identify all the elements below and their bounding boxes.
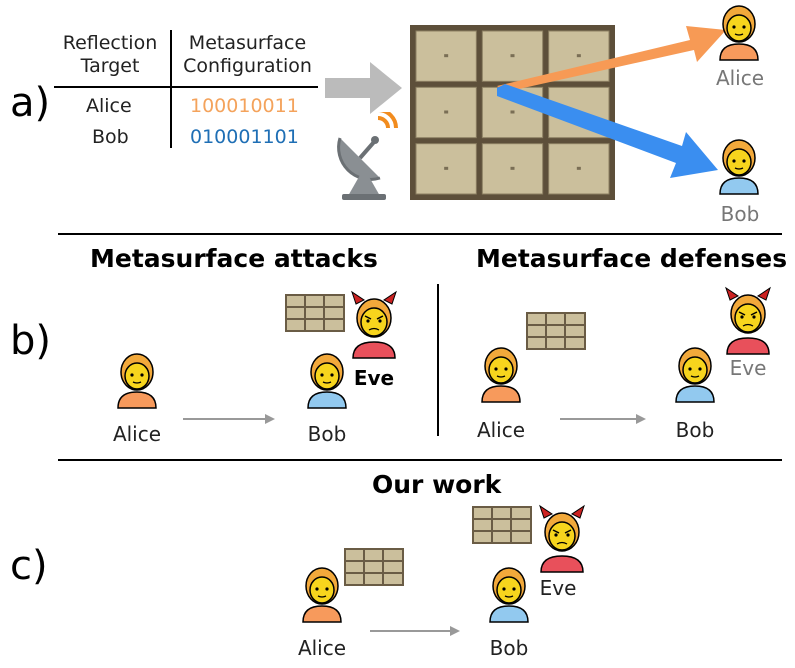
metasurface-icon bbox=[472, 506, 532, 544]
name-bob: Bob bbox=[307, 422, 347, 446]
metasurface-icon bbox=[285, 294, 345, 332]
table-row-config-bob: 010001101 bbox=[190, 126, 299, 148]
arrow-icon bbox=[370, 626, 460, 636]
metasurface-tile-marker bbox=[576, 54, 581, 58]
table-header-target: Reflection Target bbox=[52, 32, 168, 78]
name-bob: Bob bbox=[489, 636, 529, 660]
panel-label-c: c) bbox=[10, 543, 48, 589]
name-alice: Alice bbox=[297, 636, 347, 660]
table-divider-horizontal bbox=[54, 86, 318, 88]
metasurface-tile-marker bbox=[510, 110, 515, 114]
metasurface-icon bbox=[344, 548, 404, 586]
name-alice: Alice bbox=[112, 422, 162, 446]
devil-icon bbox=[539, 505, 585, 573]
table-header-config: Metasurface Configuration bbox=[175, 32, 320, 78]
header-line: Configuration bbox=[183, 55, 312, 77]
person-icon bbox=[489, 567, 529, 623]
section-title-our-work: Our work bbox=[372, 470, 502, 499]
table-row-target-bob: Bob bbox=[92, 126, 129, 148]
person-icon bbox=[719, 139, 759, 195]
name-eve: Eve bbox=[539, 576, 577, 600]
table-row-config-alice: 100010011 bbox=[190, 95, 299, 117]
metasurface-tile-marker bbox=[510, 54, 515, 58]
person-icon bbox=[302, 567, 342, 623]
header-line: Target bbox=[80, 55, 140, 77]
name-alice: Alice bbox=[476, 418, 526, 442]
devil-icon bbox=[725, 287, 771, 355]
metasurface-large-icon bbox=[410, 25, 615, 200]
panel-b-divider bbox=[437, 284, 439, 436]
metasurface-icon bbox=[526, 312, 586, 350]
panel-label-a: a) bbox=[10, 80, 51, 126]
panel-label-b: b) bbox=[10, 318, 51, 364]
table-divider-vertical bbox=[170, 30, 172, 148]
section-divider bbox=[58, 459, 782, 461]
metasurface-tile-marker bbox=[510, 166, 515, 170]
metasurface-tile-marker bbox=[576, 166, 581, 170]
person-icon bbox=[307, 353, 347, 409]
header-line: Metasurface bbox=[188, 32, 307, 54]
section-divider bbox=[58, 233, 782, 235]
person-icon bbox=[675, 347, 715, 403]
metasurface-tile-marker bbox=[444, 54, 449, 58]
metasurface-tile-marker bbox=[444, 166, 449, 170]
section-title-defenses: Metasurface defenses bbox=[476, 244, 788, 273]
arrow-icon bbox=[183, 414, 275, 424]
name-eve: Eve bbox=[729, 356, 767, 380]
devil-icon bbox=[351, 291, 397, 359]
person-icon bbox=[481, 347, 521, 403]
satellite-dish-icon bbox=[337, 112, 398, 200]
table-row-target-alice: Alice bbox=[86, 95, 132, 117]
name-bob: Bob bbox=[720, 202, 760, 226]
metasurface-tile-marker bbox=[444, 110, 449, 114]
person-icon bbox=[719, 5, 759, 61]
header-line: Reflection bbox=[62, 32, 158, 54]
arrow-icon bbox=[560, 414, 646, 424]
name-alice: Alice bbox=[715, 66, 765, 90]
person-icon bbox=[117, 353, 157, 409]
metasurface-tile-marker bbox=[576, 110, 581, 114]
section-title-attacks: Metasurface attacks bbox=[90, 244, 378, 273]
name-eve: Eve bbox=[353, 366, 395, 390]
name-bob: Bob bbox=[675, 418, 715, 442]
